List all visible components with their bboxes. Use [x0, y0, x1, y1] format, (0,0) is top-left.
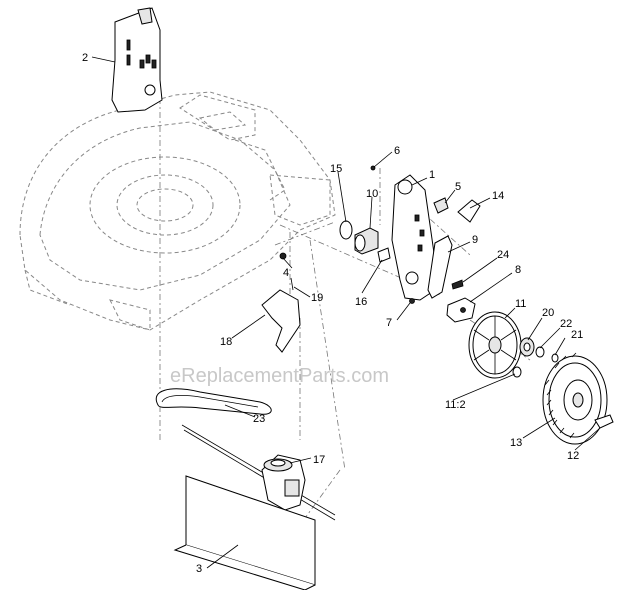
callout-22: 22: [560, 318, 572, 330]
callout-12: 12: [567, 450, 579, 462]
callout-19: 19: [311, 292, 323, 304]
callout-4: 4: [283, 267, 289, 279]
part-11-wheel-gear: [468, 311, 522, 379]
part-21-clip: [551, 353, 559, 363]
watermark: eReplacementParts.com: [170, 365, 389, 387]
part-20-pinion: [519, 337, 535, 357]
callout-18: 18: [220, 336, 232, 348]
callout-2: 2: [82, 52, 88, 64]
callout-5: 5: [455, 181, 461, 193]
callout-11-2: 11:2: [445, 399, 466, 411]
callout-8: 8: [515, 264, 521, 276]
part-17-transmission: [261, 454, 306, 511]
callout-17: 17: [313, 454, 325, 466]
callout-labels: 2 1 3 4 5 6 7 8 9 10 11 11:2 12 13 14 15…: [82, 52, 583, 575]
part-9-lever: [427, 235, 453, 299]
part-8-hole: [460, 307, 466, 313]
part-12-wheel-bolt: [594, 414, 614, 429]
assembly-lines: [159, 98, 531, 526]
callout-16: 16: [355, 296, 367, 308]
callout-13: 13: [510, 437, 522, 449]
callout-21: 21: [571, 329, 583, 341]
part-19-pin: [290, 277, 294, 291]
callout-14: 14: [492, 190, 504, 202]
part-13-wheel: [542, 352, 608, 445]
part-24-screw: [451, 279, 464, 290]
callout-23: 23: [253, 413, 265, 425]
callout-11: 11: [515, 298, 526, 310]
part-5-clip: [433, 197, 449, 214]
leader-lines: [91, 56, 601, 569]
callout-3: 3: [196, 563, 202, 575]
callout-10: 10: [366, 188, 378, 200]
callout-1: 1: [429, 169, 435, 181]
callout-15: 15: [330, 163, 342, 175]
callout-9: 9: [472, 234, 478, 246]
part-11-2-washer: [512, 366, 522, 378]
callout-24: 24: [497, 249, 509, 261]
callout-20: 20: [542, 307, 554, 319]
part-22-washer: [535, 346, 545, 358]
part-4-nut: [279, 252, 287, 260]
part-14-knob: [457, 197, 491, 223]
callout-7: 7: [386, 317, 392, 329]
drive-shaft: [181, 424, 336, 521]
part-2-height-bracket: [111, 7, 163, 113]
part-18-bracket: [261, 289, 301, 353]
part-3-rear-shield: [173, 475, 316, 590]
part-7-screw: [409, 298, 415, 304]
callout-6: 6: [394, 145, 400, 157]
part-16-spacer: [377, 247, 391, 263]
part-1-adjuster-plate: [391, 174, 436, 301]
part-10-bushing: [354, 227, 379, 255]
part-23-drive-belt: [155, 388, 272, 415]
part-15-washer: [339, 220, 353, 240]
mower-deck: [19, 91, 336, 331]
